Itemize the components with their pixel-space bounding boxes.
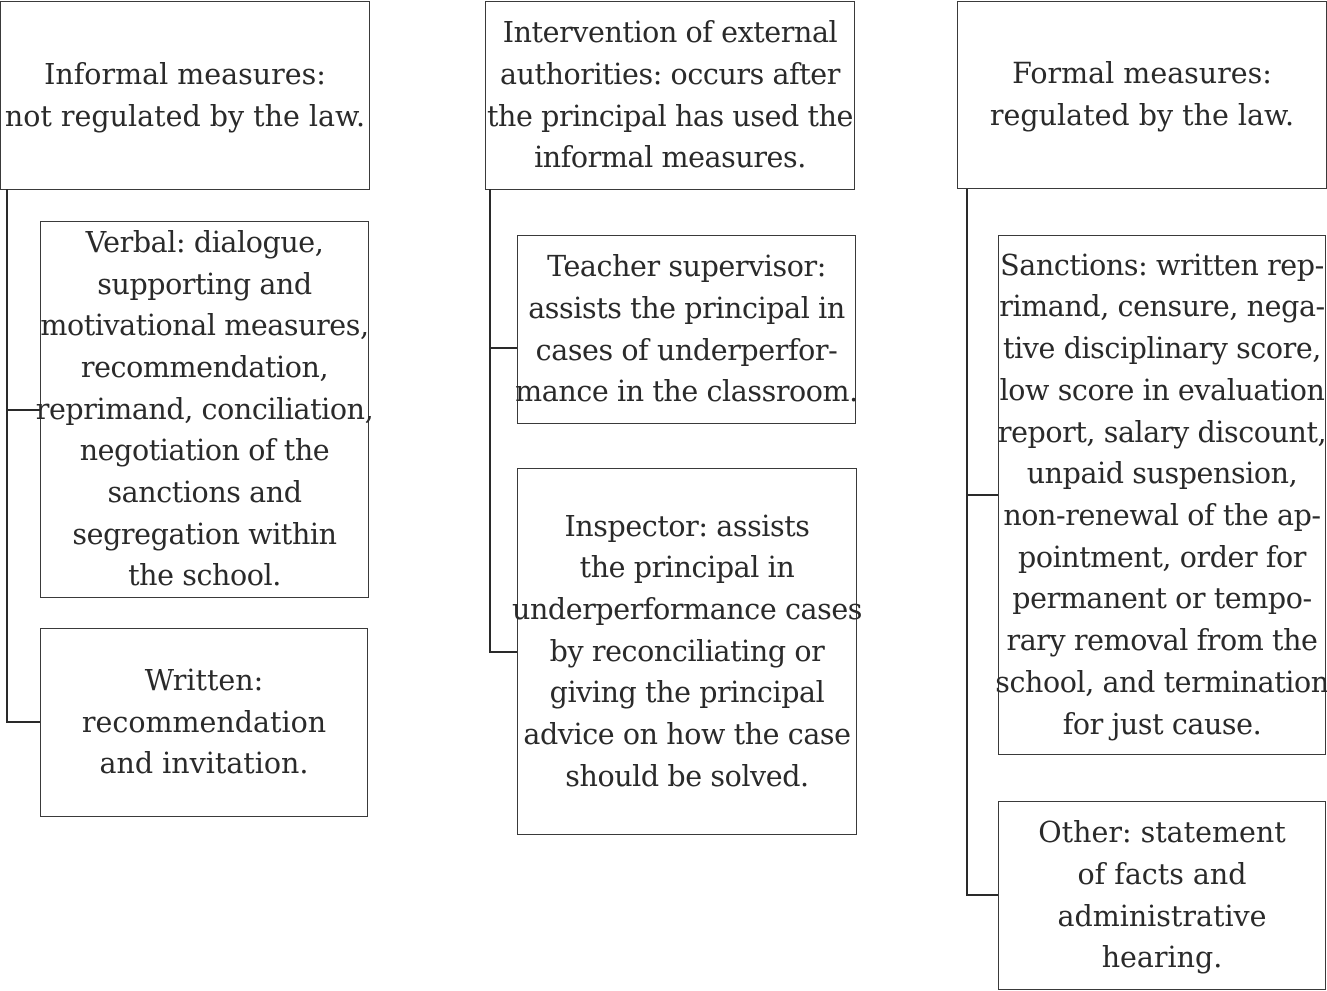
external-line-2: authorities: occurs after xyxy=(499,57,840,91)
external-connector-supervisor xyxy=(489,347,518,349)
external-authorities-box: Intervention of external authorities: oc… xyxy=(485,1,855,190)
verbal-line-1: Verbal: dialogue, xyxy=(85,225,324,259)
verbal-line-7: sanctions and xyxy=(107,476,302,510)
inspector-line-6: advice on how the case xyxy=(523,718,851,752)
written-line-1: Written: xyxy=(144,663,264,697)
informal-connector-vertical xyxy=(6,189,8,723)
verbal-line-8: segregation within xyxy=(72,517,337,551)
sanctions-line-8: pointment, order for xyxy=(1017,540,1307,574)
formal-measures-line-2: regulated by the law. xyxy=(989,99,1295,132)
formal-connector-sanctions xyxy=(966,494,999,496)
teacher-supervisor-box: Teacher supervisor: assists the principa… xyxy=(515,235,858,424)
informal-measures-line-2: not regulated by the law. xyxy=(4,99,366,133)
sanctions-line-12: for just cause. xyxy=(1062,707,1262,741)
verbal-line-4: recommendation, xyxy=(80,350,329,384)
inspector-line-1: Inspector: assists xyxy=(564,509,810,543)
supervisor-line-3: cases of underperfor- xyxy=(535,333,838,367)
informal-connector-written xyxy=(6,721,41,723)
inspector-line-7: should be solved. xyxy=(565,759,809,793)
external-connector-inspector xyxy=(489,651,518,653)
supervisor-line-4: mance in the classroom. xyxy=(515,375,858,409)
external-line-1: Intervention of external xyxy=(502,16,838,50)
sanctions-line-4: low score in evaluation xyxy=(999,373,1325,407)
inspector-line-2: the principal in xyxy=(579,551,795,585)
verbal-line-2: supporting and xyxy=(97,267,312,301)
other-line-2: of facts and xyxy=(1077,857,1247,891)
external-connector-vertical xyxy=(489,189,491,653)
formal-measures-line-1: Formal measures: xyxy=(1012,57,1272,91)
written-line-3: and invitation. xyxy=(99,747,309,781)
sanctions-line-10: rary removal from the xyxy=(1006,624,1318,658)
inspector-box: Inspector: assists the principal in unde… xyxy=(512,468,862,835)
other-line-4: hearing. xyxy=(1101,941,1223,975)
inspector-line-5: giving the principal xyxy=(549,676,825,710)
verbal-measures-box: Verbal: dialogue, supporting and motivat… xyxy=(36,221,374,598)
informal-connector-verbal xyxy=(6,409,41,411)
informal-measures-box: Informal measures: not regulated by the … xyxy=(0,1,370,190)
supervisor-line-2: assists the principal in xyxy=(528,291,845,325)
sanctions-box: Sanctions: written rep- rimand, censure,… xyxy=(995,235,1327,755)
supervisor-line-1: Teacher supervisor: xyxy=(547,250,826,284)
sanctions-line-3: tive disciplinary score, xyxy=(1003,332,1321,366)
formal-connector-vertical xyxy=(966,189,968,896)
inspector-line-4: by reconciliating or xyxy=(549,634,825,668)
sanctions-line-7: non-renewal of the ap- xyxy=(1003,499,1321,532)
external-line-4: informal measures. xyxy=(534,141,806,175)
verbal-line-3: motivational measures, xyxy=(40,309,369,343)
sanctions-line-11: school, and termination xyxy=(995,665,1327,699)
written-measures-box: Written: recommendation and invitation. xyxy=(40,628,368,817)
informal-measures-line-1: Informal measures: xyxy=(44,57,326,91)
formal-measures-box: Formal measures: regulated by the law. xyxy=(957,1,1327,189)
written-line-2: recommendation xyxy=(81,705,327,739)
sanctions-line-1: Sanctions: written rep- xyxy=(1000,248,1324,282)
other-line-3: administrative xyxy=(1057,899,1267,933)
inspector-line-3: underperformance cases xyxy=(511,592,863,626)
verbal-line-5: reprimand, conciliation, xyxy=(35,392,374,426)
other-measures-box: Other: statement of facts and administra… xyxy=(998,801,1326,990)
formal-connector-other xyxy=(966,894,999,896)
sanctions-line-2: rimand, censure, nega- xyxy=(999,290,1325,324)
verbal-line-9: the school. xyxy=(128,559,281,593)
verbal-line-6: negotiation of the xyxy=(79,434,330,468)
sanctions-line-6: unpaid suspension, xyxy=(1026,457,1298,491)
sanctions-line-9: permanent or tempo- xyxy=(1012,582,1312,616)
other-line-1: Other: statement xyxy=(1038,816,1286,850)
sanctions-line-5: report, salary discount, xyxy=(997,415,1327,449)
external-line-3: the principal has used the xyxy=(487,99,854,133)
